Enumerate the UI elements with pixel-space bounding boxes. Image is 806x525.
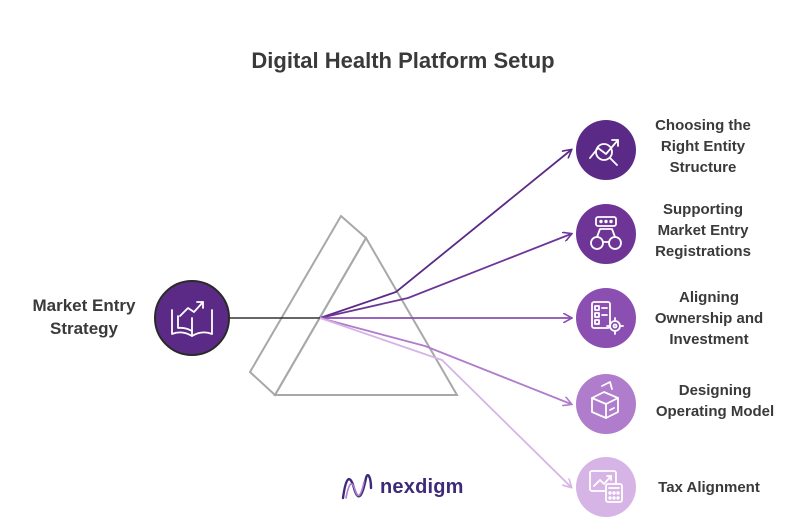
output-rays: [319, 150, 571, 487]
input-label: Market Entry Strategy: [14, 294, 154, 340]
output-label-5: Tax Alignment: [634, 477, 784, 498]
output-label-1-line-1: Choosing the: [655, 117, 751, 134]
output-label-1-line-2: Right Entity: [660, 138, 746, 155]
ray-1: [319, 150, 571, 319]
ray-2: [319, 234, 571, 319]
output-label-4-line-2: Operating Model: [655, 403, 775, 420]
nexdigm-logo-icon: [341, 474, 373, 500]
output-label-1: Choosing the Right Entity Structure: [628, 115, 778, 178]
output-label-5-line-1: Tax Alignment: [658, 479, 760, 496]
output-label-2-line-3: Registrations: [655, 243, 751, 260]
checklist-gear-icon: [591, 301, 624, 335]
output-label-3-line-2: Ownership and: [654, 310, 764, 327]
calculator-chart-icon: [589, 470, 623, 503]
chart-search-icon: [589, 139, 619, 166]
output-label-2-line-1: Supporting: [663, 201, 743, 218]
open-book-growth-icon: [171, 301, 213, 337]
output-node-2: [576, 204, 636, 264]
output-label-1-line-3: Structure: [669, 159, 737, 176]
output-node-4: [576, 374, 636, 434]
output-node-1: [576, 120, 636, 180]
output-label-3-line-1: Aligning: [679, 289, 739, 306]
brand-name: nexdigm: [380, 475, 464, 498]
output-label-4: Designing Operating Model: [640, 380, 790, 422]
input-label-line-1: Market Entry: [32, 296, 136, 315]
page-title: Digital Health Platform Setup: [251, 48, 555, 73]
box-icon: [591, 381, 619, 419]
input-label-line-2: Strategy: [49, 319, 119, 338]
output-node-3: [576, 288, 636, 348]
ray-4: [319, 317, 571, 404]
output-label-2-line-2: Market Entry: [657, 222, 749, 239]
input-node: [154, 280, 230, 356]
ray-5: [319, 317, 571, 487]
output-label-3-line-3: Investment: [669, 331, 749, 348]
output-label-2: Supporting Market Entry Registrations: [628, 199, 778, 262]
brand-logo: nexdigm: [340, 472, 464, 502]
binoculars-icon: [590, 216, 622, 250]
prism-shape: [248, 214, 459, 397]
output-node-5: [576, 457, 636, 517]
output-label-4-line-1: Designing: [678, 382, 752, 399]
output-label-3: Aligning Ownership and Investment: [634, 287, 784, 350]
